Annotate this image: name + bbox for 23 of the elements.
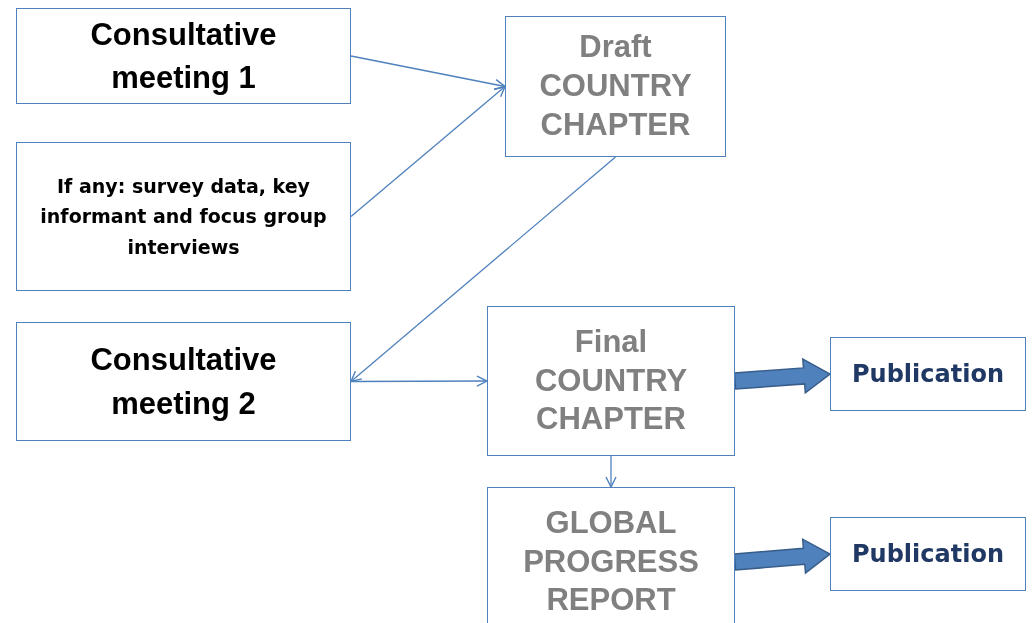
arrow — [605, 455, 617, 488]
arrow — [350, 85, 506, 218]
process-box — [487, 487, 735, 623]
block-arrow — [733, 357, 832, 395]
box-text: Final COUNTRY CHAPTER — [533, 322, 689, 439]
box-text: Draft COUNTRY CHAPTER — [538, 28, 693, 144]
arrow — [350, 55, 506, 91]
arrow — [350, 156, 617, 383]
process-box — [16, 322, 351, 441]
process-box — [16, 8, 351, 104]
box-text: Consultative meeting 2 — [89, 341, 278, 423]
process-box — [830, 517, 1026, 591]
process-box — [16, 142, 351, 291]
box-text: Consultative meeting 1 — [89, 15, 278, 97]
process-box — [830, 337, 1026, 411]
arrow — [350, 375, 488, 387]
box-text: GLOBAL PROGRESS REPORT — [522, 503, 700, 620]
box-text: Publication — [852, 539, 1004, 569]
box-text: If any: survey data, key informant and focus group interviews — [39, 173, 328, 260]
block-arrow — [733, 537, 832, 575]
process-box — [487, 306, 735, 456]
process-box — [505, 16, 726, 157]
box-text: Publication — [852, 359, 1004, 389]
